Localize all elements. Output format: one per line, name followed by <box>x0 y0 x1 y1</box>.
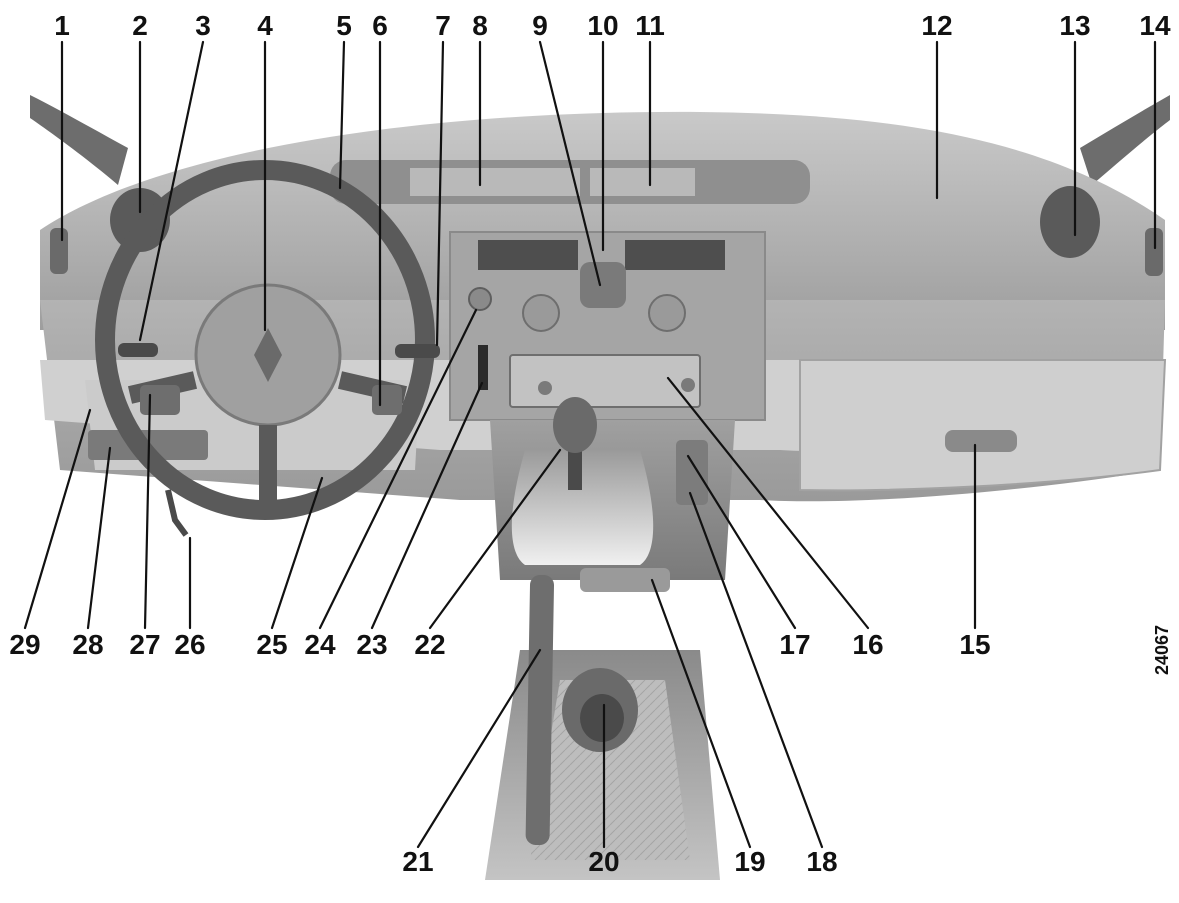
climate-knob-left <box>522 294 560 332</box>
leader-22 <box>428 448 562 630</box>
leader-19 <box>650 578 752 849</box>
leader-18 <box>688 491 824 849</box>
callout-10: 10 <box>587 10 618 41</box>
callout-24: 24 <box>304 629 336 660</box>
callout-28: 28 <box>72 629 103 660</box>
callout-22: 22 <box>414 629 445 660</box>
callout-7: 7 <box>435 10 451 41</box>
callout-8: 8 <box>472 10 488 41</box>
column-stalk-left <box>118 343 158 357</box>
callout-25: 25 <box>256 629 287 660</box>
callout-11: 11 <box>635 10 665 41</box>
callout-2: 2 <box>132 10 148 41</box>
radio-knob-left <box>538 381 552 395</box>
glovebox-handle <box>945 430 1017 452</box>
dashboard-illustration <box>30 95 1170 880</box>
callout-3: 3 <box>195 10 211 41</box>
climate-knob-right <box>648 294 686 332</box>
callout-29: 29 <box>9 629 40 660</box>
wheel-buttons-right <box>372 385 402 415</box>
console-rear-box <box>580 568 670 592</box>
right-outer-vent <box>1145 228 1163 276</box>
leader-17 <box>686 454 797 630</box>
display-right <box>590 168 695 196</box>
callout-numbers: 1 2 3 4 5 6 7 8 9 10 11 12 13 14 29 28 2… <box>9 10 1171 877</box>
leader-9 <box>538 40 602 287</box>
gear-gaiter <box>511 450 654 565</box>
figure-reference: 24067 <box>1152 625 1172 675</box>
callout-21: 21 <box>402 846 433 877</box>
leader-5 <box>338 40 346 190</box>
centre-vent-right <box>625 240 725 270</box>
callout-15: 15 <box>959 629 990 660</box>
callout-17: 17 <box>779 629 810 660</box>
glovebox <box>799 359 1167 492</box>
console-switch-panel <box>676 440 708 505</box>
callout-6: 6 <box>372 10 388 41</box>
callout-12: 12 <box>921 10 952 41</box>
leader-29 <box>23 408 92 630</box>
callout-4: 4 <box>257 10 273 41</box>
callout-27: 27 <box>129 629 160 660</box>
hazard-surround <box>580 262 626 308</box>
callout-18: 18 <box>806 846 837 877</box>
callout-23: 23 <box>356 629 387 660</box>
leader-24 <box>318 308 478 630</box>
column-stalk-right <box>395 344 440 358</box>
leader-23 <box>370 381 484 630</box>
cup-holder-inner <box>580 694 624 742</box>
callout-1: 1 <box>54 10 70 41</box>
wheel-buttons-left <box>140 385 180 415</box>
leader-21 <box>416 648 542 849</box>
callout-26: 26 <box>174 629 205 660</box>
right-vent <box>1040 186 1100 258</box>
callout-5: 5 <box>336 10 352 41</box>
centre-vent-left <box>478 240 578 270</box>
leader-7 <box>435 40 445 347</box>
radio-knob-right <box>681 378 695 392</box>
leader-25 <box>270 476 324 630</box>
handbrake <box>525 574 555 846</box>
leader-3 <box>138 40 205 342</box>
left-outer-vent <box>50 228 68 274</box>
gear-knob <box>553 397 597 453</box>
callout-16: 16 <box>852 629 883 660</box>
left-a-pillar <box>30 95 128 185</box>
leader-28 <box>86 446 112 630</box>
callout-14: 14 <box>1139 10 1171 41</box>
leader-16 <box>666 376 870 630</box>
card-slot <box>478 345 488 390</box>
callout-19: 19 <box>734 846 765 877</box>
brand-logo <box>254 328 282 382</box>
display-left <box>410 168 580 196</box>
right-a-pillar <box>1080 95 1170 185</box>
radio-unit <box>509 354 701 408</box>
bonnet-release <box>165 489 189 537</box>
callout-13: 13 <box>1059 10 1090 41</box>
callout-9: 9 <box>532 10 548 41</box>
round-switch <box>468 287 492 311</box>
leader-27 <box>143 393 152 630</box>
callout-20: 20 <box>588 846 619 877</box>
leader-lines <box>23 40 1157 849</box>
